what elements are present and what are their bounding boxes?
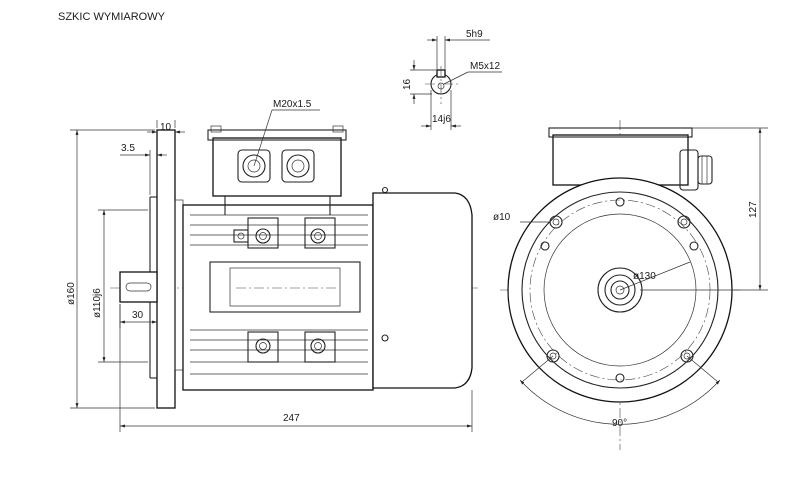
pitch-circle-label: ø130 xyxy=(633,271,656,282)
flange-diameter-label: ø160 xyxy=(66,282,77,305)
bolt-hole xyxy=(689,241,699,251)
bolt-hole xyxy=(677,215,691,229)
terminal-box-front xyxy=(552,134,689,186)
overall-length-label: 247 xyxy=(283,413,300,424)
shaft-length-label: 30 xyxy=(132,310,144,321)
cable-gland-thread-label: M20x1.5 xyxy=(273,99,312,110)
terminal-box xyxy=(212,137,342,197)
side-view: M20x1.5 10 3.5 ø160 ø110j6 30 xyxy=(66,99,478,432)
spigot-diameter-label: ø110j6 xyxy=(92,288,103,318)
shaft-section-view: 5h9 M5x12 16 14j6 xyxy=(402,29,502,130)
bolt-hole xyxy=(546,349,560,363)
hole-diameter-label: ø10 xyxy=(493,212,511,223)
cable-gland-right xyxy=(281,149,315,183)
drawing-title: SZKIC WYMIAROWY xyxy=(58,11,166,23)
fan-cover xyxy=(372,192,473,389)
flange-thickness-label: 10 xyxy=(160,122,172,133)
shaft xyxy=(119,271,158,303)
center-thread-label: M5x12 xyxy=(470,61,500,72)
shaft-height-label: 16 xyxy=(402,78,413,90)
bolt-hole xyxy=(615,197,625,207)
hole-angle-label: 90° xyxy=(612,418,627,429)
key-width-label: 5h9 xyxy=(466,29,483,40)
spigot-depth-label: 3.5 xyxy=(121,143,135,154)
bolt-hole xyxy=(540,241,550,251)
front-view: ø10 ø130 127 90° xyxy=(493,120,768,450)
bolt-hole xyxy=(680,349,694,363)
shaft-diameter-label: 14j6 xyxy=(432,114,451,125)
terminal-box-height-label: 127 xyxy=(748,201,759,218)
cable-gland-left xyxy=(237,149,271,183)
flange xyxy=(156,129,176,409)
